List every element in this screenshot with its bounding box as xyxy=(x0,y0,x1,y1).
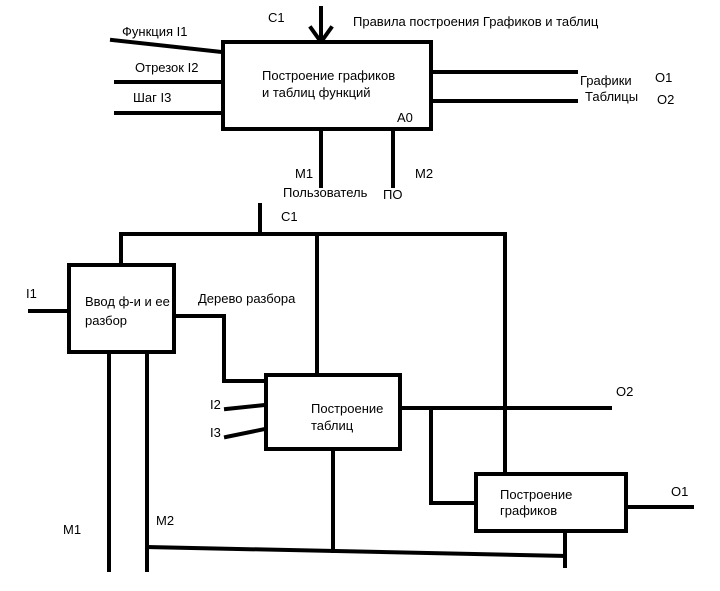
block-graphs-line1: Построение xyxy=(500,487,572,502)
decomp-output-label-o1: O1 xyxy=(671,484,688,499)
block-graphs-line2: графиков xyxy=(500,503,557,518)
input-label-i3: Шаг I3 xyxy=(133,90,171,105)
block-tables-line1: Построение xyxy=(311,401,383,416)
control-label-c1: C1 xyxy=(268,10,285,25)
decomp-mech-label-m2: M2 xyxy=(156,513,174,528)
parse-tree-label: Дерево разбора xyxy=(198,291,296,306)
mech-code-m2: M2 xyxy=(415,166,433,181)
decomp-input-label-i3: I3 xyxy=(210,425,221,440)
input-label-i1: Функция I1 xyxy=(122,24,187,39)
input-arrow-i1 xyxy=(109,37,225,55)
context-diagram: C1 Правила построения Графиков и таблиц … xyxy=(109,6,674,202)
output-code-o2: O2 xyxy=(657,92,674,107)
input-arrow-decomp-i2 xyxy=(223,402,268,412)
parse-tree-arrow xyxy=(174,314,266,383)
tables-to-graphs-arrow xyxy=(429,406,476,505)
mech-bus-line xyxy=(144,544,568,559)
output-code-o1: O1 xyxy=(655,70,672,85)
block-parse-line2: разбор xyxy=(85,313,127,328)
mech-text-software: ПО xyxy=(383,187,402,202)
output-label-tables: Таблицы xyxy=(585,89,638,104)
output-label-graphs: Графики xyxy=(580,73,632,88)
context-box-title-line2: и таблиц функций xyxy=(262,85,371,100)
decomp-input-label-i2: I2 xyxy=(210,397,221,412)
block-graphs xyxy=(474,472,628,533)
input-arrow-decomp-i3 xyxy=(223,426,268,440)
block-tables-line2: таблиц xyxy=(311,418,354,433)
decomp-control-label-c1: C1 xyxy=(281,209,298,224)
decomp-mech-label-m1: M1 xyxy=(63,522,81,537)
mech-text-user: Пользователь xyxy=(283,185,368,200)
decomp-input-label-i1: I1 xyxy=(26,286,37,301)
input-label-i2: Отрезок I2 xyxy=(135,60,198,75)
decomp-output-label-o2: O2 xyxy=(616,384,633,399)
mech-code-m1: M1 xyxy=(295,166,313,181)
block-parse xyxy=(67,263,176,354)
context-box-title-line1: Построение графиков xyxy=(262,68,395,83)
block-parse-line1: Ввод ф-и и ее xyxy=(85,294,170,309)
control-text: Правила построения Графиков и таблиц xyxy=(353,14,599,29)
context-box xyxy=(221,40,433,131)
context-node-id: A0 xyxy=(397,110,413,125)
control-bus-line xyxy=(119,232,507,476)
decomposition-diagram: C1 Ввод ф-и и ее разбор I1 Дерево разбор… xyxy=(26,203,694,572)
